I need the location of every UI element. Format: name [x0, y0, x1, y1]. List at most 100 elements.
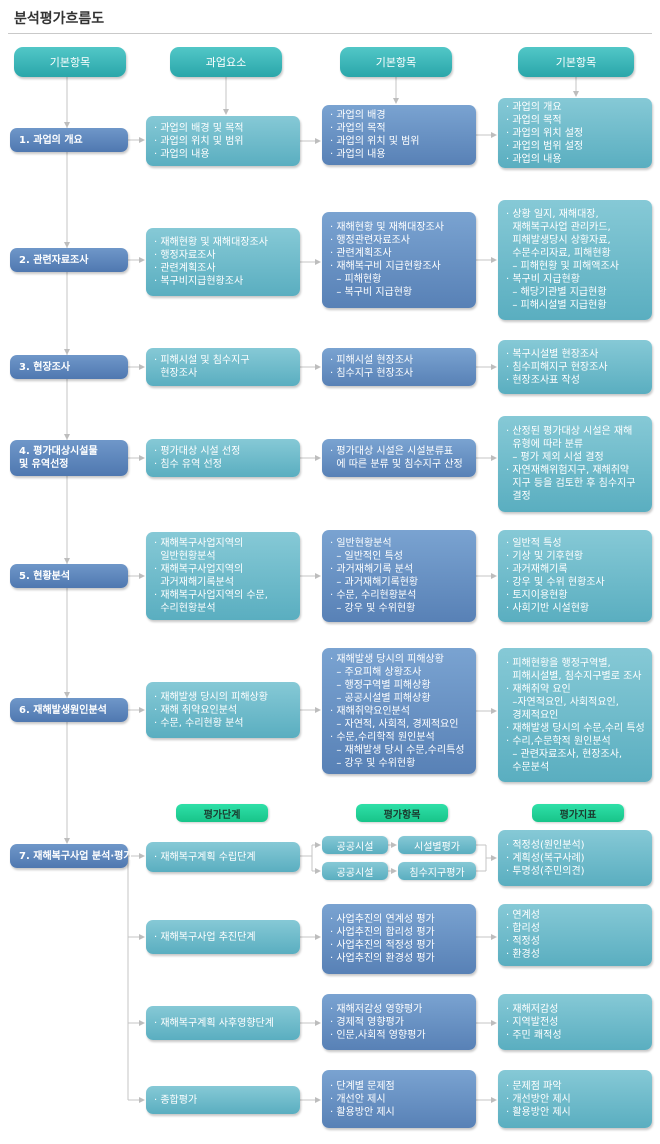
element-box-5-line: 수리현황분석	[154, 603, 216, 614]
eval-item-3-line: · 활용방안 제시	[330, 1106, 395, 1118]
item-box-5-line: · 수문, 수리현황분석	[330, 590, 417, 601]
eval-indicator-2-line: · 적정성	[506, 936, 540, 947]
method-1: 시설별평가	[398, 836, 476, 854]
item-box-3-line: · 침수지구 현장조사	[330, 368, 414, 379]
detail-box-2-line: 재해복구사업 관리카드,	[506, 222, 611, 233]
detail-box-2-line: – 해당기관별 지급현황	[506, 287, 607, 298]
stage-1: 1. 과업의 개요	[10, 128, 128, 152]
detail-box-6-line: 수문분석	[506, 761, 550, 773]
stage-2: 2. 관련자료조사	[10, 248, 128, 272]
item-box-6-line: · 수문,수리학적 원인분석	[330, 731, 435, 743]
column-header-1: 기본항목	[14, 47, 126, 77]
stage-7-line: 7. 재해복구사업 분석·평가	[19, 850, 133, 862]
detail-box-2-line: – 피해시설별 지급현황	[506, 300, 607, 311]
element-box-4-line: · 평가대상 시설 선정	[154, 446, 241, 457]
element-box-2-line: · 행정자료조사	[154, 250, 216, 261]
detail-box-6-line: · 재해취약 요인	[506, 683, 571, 695]
item-box-4-line: 에 따른 분류 및 침수지구 산정	[330, 459, 463, 470]
element-box-2-line: · 복구비지급현황조사	[154, 276, 244, 287]
detail-box-5-line: · 사회기반 시설현황	[506, 603, 590, 614]
eval-item-1-line: · 사업추진의 환경성 평가	[330, 953, 435, 964]
detail-box-2-line: 피해발생당시 상황자료,	[506, 235, 611, 246]
item-box-6-line: – 자연적, 사회적, 경제적요인	[330, 718, 459, 730]
item-box-5-line: – 강우 및 수위현황	[330, 603, 416, 614]
detail-box-6-line: 경제적요인	[506, 709, 559, 721]
element-box-2-line: · 관련계획조사	[154, 263, 216, 274]
element-box-2: · 재해현황 및 재해대장조사· 행정자료조사· 관련계획조사· 복구비지급현황…	[146, 228, 300, 296]
item-box-2-line: · 재해복구비 지급현황조사	[330, 261, 441, 272]
detail-box-4-line: · 산정된 평가대상 시설은 재해	[506, 426, 633, 437]
item-box-6-line: – 강우 및 수위현황	[330, 757, 416, 769]
detail-box-2-line: · 상황 일지, 재해대장,	[506, 209, 599, 220]
detail-box-5-line: · 기상 및 기후현황	[506, 551, 584, 562]
eval-step-3-line: · 재해복구계획 사후영향단계	[154, 1017, 274, 1029]
eval-pill-3: 평가지표	[532, 804, 624, 822]
detail-box-3-line: · 현장조사표 작성	[506, 374, 580, 386]
item-box-2-line: · 관련계획조사	[330, 248, 392, 259]
item-box-1-line: · 과업의 내용	[330, 149, 386, 160]
element-box-3-line: · 피해시설 및 침수지구	[154, 355, 250, 366]
detail-box-6-line: – 관련자료조사, 현장조사,	[506, 748, 623, 760]
item-box-2-line: – 복구비 지급현황	[330, 287, 413, 298]
detail-box-5-line: · 강우 및 수위 현황조사	[506, 577, 605, 588]
eval-indicator-2-line: · 합리성	[506, 923, 540, 934]
eval-item-3-line: · 개선안 제시	[330, 1093, 386, 1105]
detail-box-2-line: – 피해현황 및 피해액조사	[506, 261, 619, 272]
eval-indicator-1-line: · 적정성(원인분석)	[506, 839, 585, 851]
detail-box-2: · 상황 일지, 재해대장, 재해복구사업 관리카드, 피해발생당시 상황자료,…	[498, 200, 652, 320]
stage-4-line: 4. 평가대상시설물	[19, 446, 98, 457]
item-box-2-line: · 행정관련자료조사	[330, 235, 410, 246]
stage-2-line: 2. 관련자료조사	[19, 254, 89, 266]
item-box-1-line: · 과업의 목적	[330, 123, 386, 134]
element-box-3: · 피해시설 및 침수지구 현장조사	[146, 348, 300, 386]
eval-indicator-4-line: · 활용방안 제시	[506, 1106, 571, 1118]
eval-pill-1: 평가단계	[176, 804, 268, 822]
detail-box-3-line: · 침수피해지구 현장조사	[506, 361, 608, 373]
item-box-5-line: – 일반적인 특성	[330, 551, 403, 562]
eval-step-2-line: · 재해복구사업 추진단계	[154, 931, 256, 943]
detail-box-1: · 과업의 개요· 과업의 목적· 과업의 위치 설정· 과업의 범위 설정· …	[498, 98, 652, 168]
element-box-1-line: · 과업의 위치 및 범위	[154, 135, 244, 147]
item-box-2: · 재해현황 및 재해대장조사 · 행정관련자료조사 · 관련계획조사 · 재해복구비…	[322, 212, 476, 308]
element-box-4: · 평가대상 시설 선정· 침수 유역 선정	[146, 439, 300, 477]
column-header-2: 과업요소	[170, 47, 282, 77]
element-box-3-line: 현장조사	[154, 368, 198, 379]
method-2: 침수지구평가	[398, 862, 476, 880]
detail-box-4-line: 결정	[506, 491, 531, 502]
stage-5-line: 5. 현황분석	[19, 570, 71, 582]
element-box-5-line: · 재해복구사업지역의	[154, 564, 244, 575]
detail-box-2-line: · 복구비 지급현황	[506, 274, 580, 285]
detail-box-6-line: 피해시설별, 침수지구별로 조사	[506, 670, 642, 682]
stage-1-line: 1. 과업의 개요	[19, 134, 83, 146]
detail-box-1-line: · 과업의 내용	[506, 153, 562, 165]
item-box-6-line: – 재해발생 당시 수문,수리특성	[330, 744, 465, 756]
item-box-2-line: – 피해현황	[330, 274, 382, 285]
eval-item-3-line: · 단계별 문제점	[330, 1080, 395, 1092]
item-box-3-line: · 피해시설 현장조사	[330, 355, 414, 366]
eval-step-2: · 재해복구사업 추진단계	[146, 920, 300, 954]
detail-box-6-line: · 재해발생 당시의 수문,수리 특성	[506, 722, 645, 734]
item-box-6-line: · 재해발생 당시의 피해상황	[330, 653, 444, 665]
detail-box-4-line: · 자연재해위험지구, 재해취약	[506, 465, 630, 476]
eval-indicator-3-line: · 지역발전성	[506, 1016, 559, 1028]
item-box-5-line: · 과거재해기록 분석	[330, 564, 414, 575]
eval-indicator-2: · 연계성· 합리성· 적정성· 환경성	[498, 904, 652, 966]
detail-box-6-line: · 수리,수문학적 원인분석	[506, 735, 611, 747]
detail-box-6: · 피해현황을 행정구역별, 피해시설별, 침수지구별로 조사· 재해취약 요인…	[498, 648, 652, 782]
item-box-6-line: – 주요피해 상황조사	[330, 666, 422, 678]
column-header-3-line: 기본항목	[375, 55, 417, 69]
detail-box-5-line: · 과거재해기록	[506, 564, 568, 575]
eval-item-1-line: · 사업추진의 적정성 평가	[330, 940, 435, 951]
eval-indicator-4-line: · 개선방안 제시	[506, 1093, 571, 1105]
facility-1: 공공시설	[322, 836, 388, 854]
column-header-3: 기본항목	[340, 47, 452, 77]
item-box-2-line: · 재해현황 및 재해대장조사	[330, 222, 444, 233]
item-box-4-line: · 평가대상 시설은 시설분류표	[330, 446, 454, 457]
detail-box-1-line: · 과업의 목적	[506, 114, 562, 126]
eval-item-1: · 사업추진의 연계성 평가· 사업추진의 합리성 평가· 사업추진의 적정성 …	[322, 904, 476, 974]
stage-5: 5. 현황분석	[10, 564, 128, 588]
eval-step-1-line: · 재해복구계획 수립단계	[154, 851, 256, 863]
eval-item-2-line: · 인문,사회적 영향평가	[330, 1029, 426, 1041]
element-box-6-line: · 재해 취약요인분석	[154, 704, 238, 716]
